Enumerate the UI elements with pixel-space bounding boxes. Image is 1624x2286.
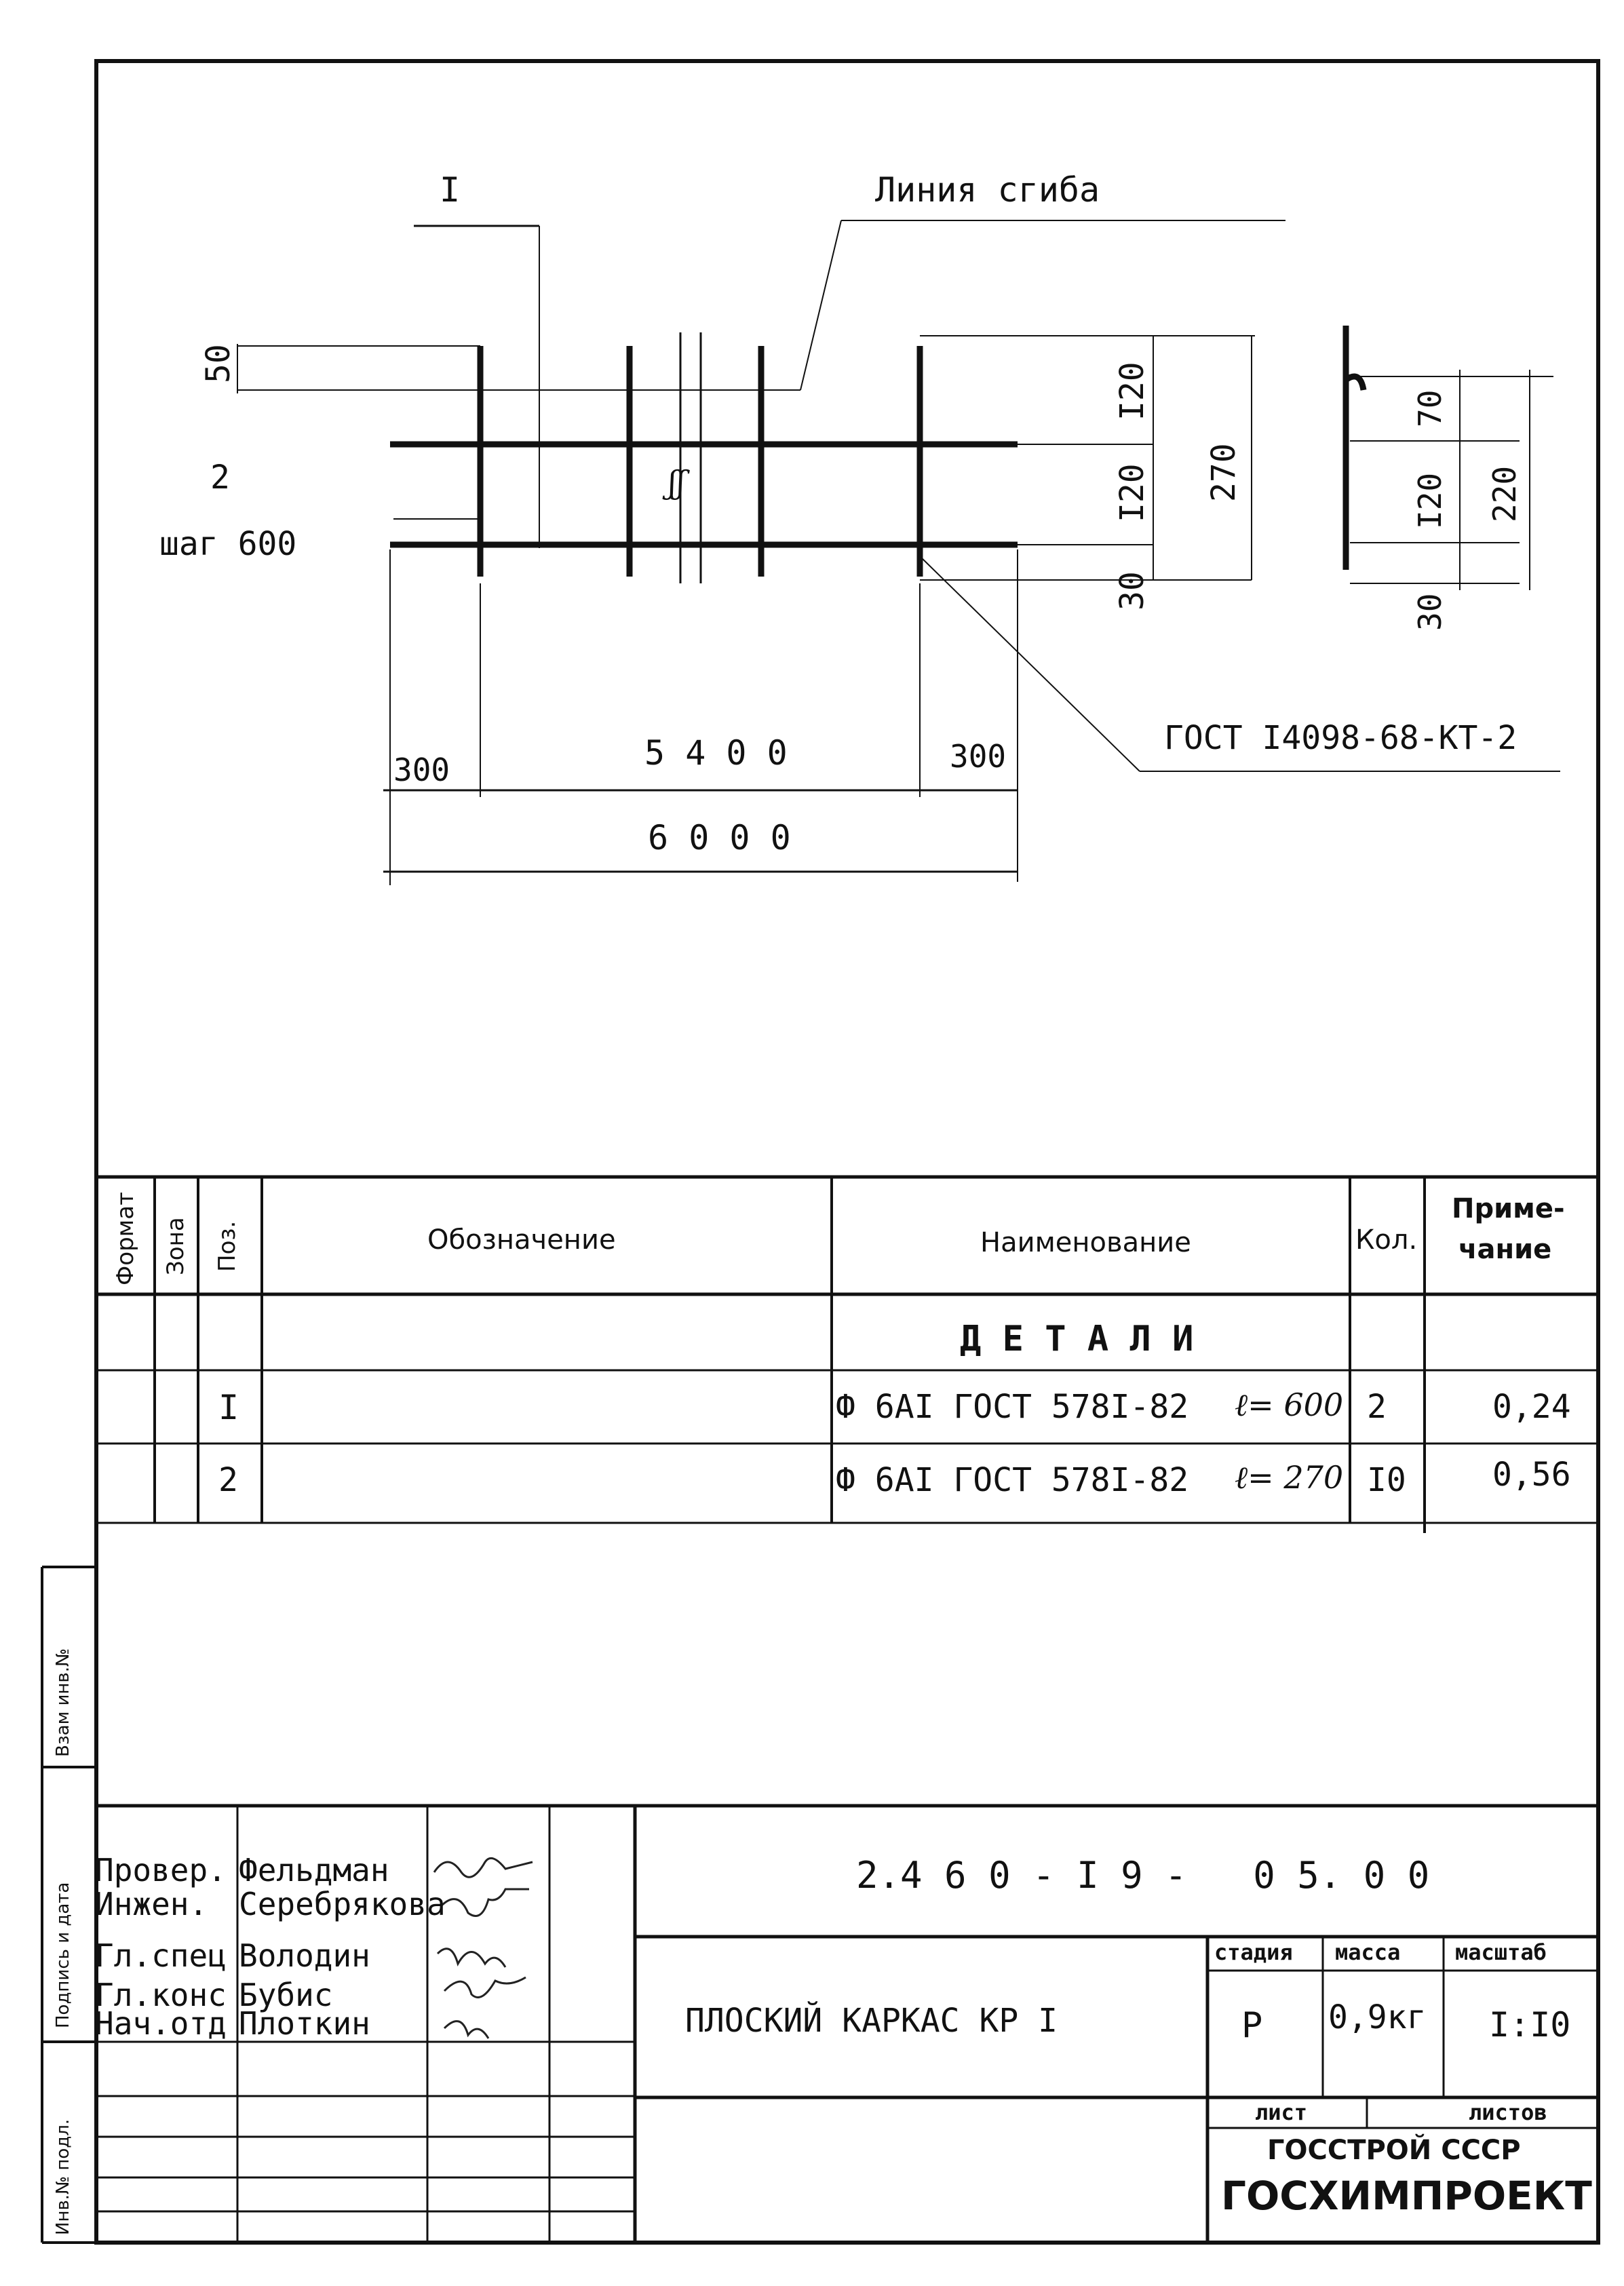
section-title-details: Д Е Т А Л И: [960, 1319, 1194, 1359]
position-2-label: 2: [210, 459, 230, 497]
dim-120-mid: I20: [1113, 463, 1151, 522]
staff-name: Бубис: [239, 1977, 333, 2013]
label-scale: масштаб: [1455, 1939, 1547, 1965]
label-stage: стадия: [1214, 1939, 1293, 1965]
row-pos: 2: [218, 1461, 238, 1499]
header-qty: Кол.: [1355, 1224, 1418, 1256]
dim-270: 270: [1205, 443, 1243, 502]
header-format: Формат: [112, 1192, 139, 1285]
dim-6000: 6 0 0 0: [648, 818, 791, 857]
header-zone: Зона: [162, 1217, 189, 1275]
dim-5400: 5 4 0 0: [644, 733, 788, 773]
row-length: ℓ= 600: [1235, 1387, 1344, 1423]
break-mark: ʃʃ: [668, 464, 685, 501]
gost-mesh-label: ГОСТ I4098-68-КТ-2: [1164, 719, 1517, 757]
header-note-2: чание: [1458, 1234, 1552, 1265]
dim-50: 50: [199, 344, 237, 383]
section-dim-120: I20: [1412, 472, 1448, 529]
row-qty: 2: [1367, 1388, 1387, 1426]
dim-30-left: 30: [1113, 571, 1151, 611]
section-dim-70: 70: [1412, 389, 1448, 427]
dim-300-left: 300: [393, 752, 450, 788]
label-mass: масса: [1335, 1939, 1401, 1965]
staff-name: Фельдман: [239, 1852, 389, 1888]
header-pos: Поз.: [214, 1220, 241, 1272]
label-sheets: листов: [1469, 2099, 1547, 2125]
value-mass: 0,9кг: [1328, 1998, 1427, 2036]
stamp-original-inv: Инв.№ подл.: [53, 2118, 73, 2235]
org-line-1: ГОССТРОЙ СССР: [1267, 2135, 1521, 2166]
row-note: 0,56: [1492, 1456, 1571, 1494]
label-sheet: лист: [1255, 2099, 1308, 2125]
object-name: ПЛОСКИЙ КАРКАС КР I: [685, 2002, 1058, 2040]
row-qty: I0: [1367, 1461, 1406, 1499]
value-scale: I:I0: [1489, 2005, 1571, 2045]
header-name: Наименование: [980, 1227, 1191, 1258]
section-dim-30: 30: [1412, 593, 1448, 631]
staff-role: Гл.спец: [95, 1937, 227, 1974]
staff-role: Инжен.: [95, 1886, 208, 1922]
value-stage: Р: [1241, 2005, 1263, 2046]
staff-role: Нач.отд: [95, 2005, 227, 2042]
org-line-2: ГОСХИМПРОЕКТ: [1221, 2173, 1592, 2219]
staff-role: Гл.конс: [95, 1977, 227, 2013]
sheet-frame: [94, 59, 1600, 2245]
stamp-signature-date: Подпись и дата: [53, 1882, 73, 2028]
stamp-replace-inv: Взам инв.№: [53, 1648, 73, 1757]
row-note: 0,24: [1492, 1388, 1571, 1426]
header-note-1: Приме-: [1452, 1193, 1565, 1224]
section-dim-220: 220: [1486, 465, 1523, 522]
row-length: ℓ= 270: [1235, 1459, 1344, 1496]
section-callout-I: I: [440, 170, 461, 210]
staff-name: Володин: [239, 1937, 370, 1974]
row-name: Ф 6АI ГОСТ 578I-82: [836, 1388, 1189, 1426]
step-label: шаг 600: [159, 525, 297, 563]
dim-300-right: 300: [950, 738, 1007, 775]
bend-line-label: Линия сгиба: [875, 170, 1100, 210]
staff-name: Серебрякова: [239, 1886, 446, 1922]
header-designation: Обозначение: [427, 1224, 616, 1256]
row-pos: I: [218, 1388, 239, 1427]
signatures: [433, 1857, 533, 2039]
staff-name: Плоткин: [239, 2005, 370, 2042]
staff-role: Провер.: [95, 1852, 227, 1888]
dim-120-top: I20: [1113, 362, 1151, 421]
row-name: Ф 6АI ГОСТ 578I-82: [836, 1461, 1189, 1499]
document-code: 2.4 6 0 - I 9 - 0 5. 0 0: [856, 1854, 1430, 1897]
